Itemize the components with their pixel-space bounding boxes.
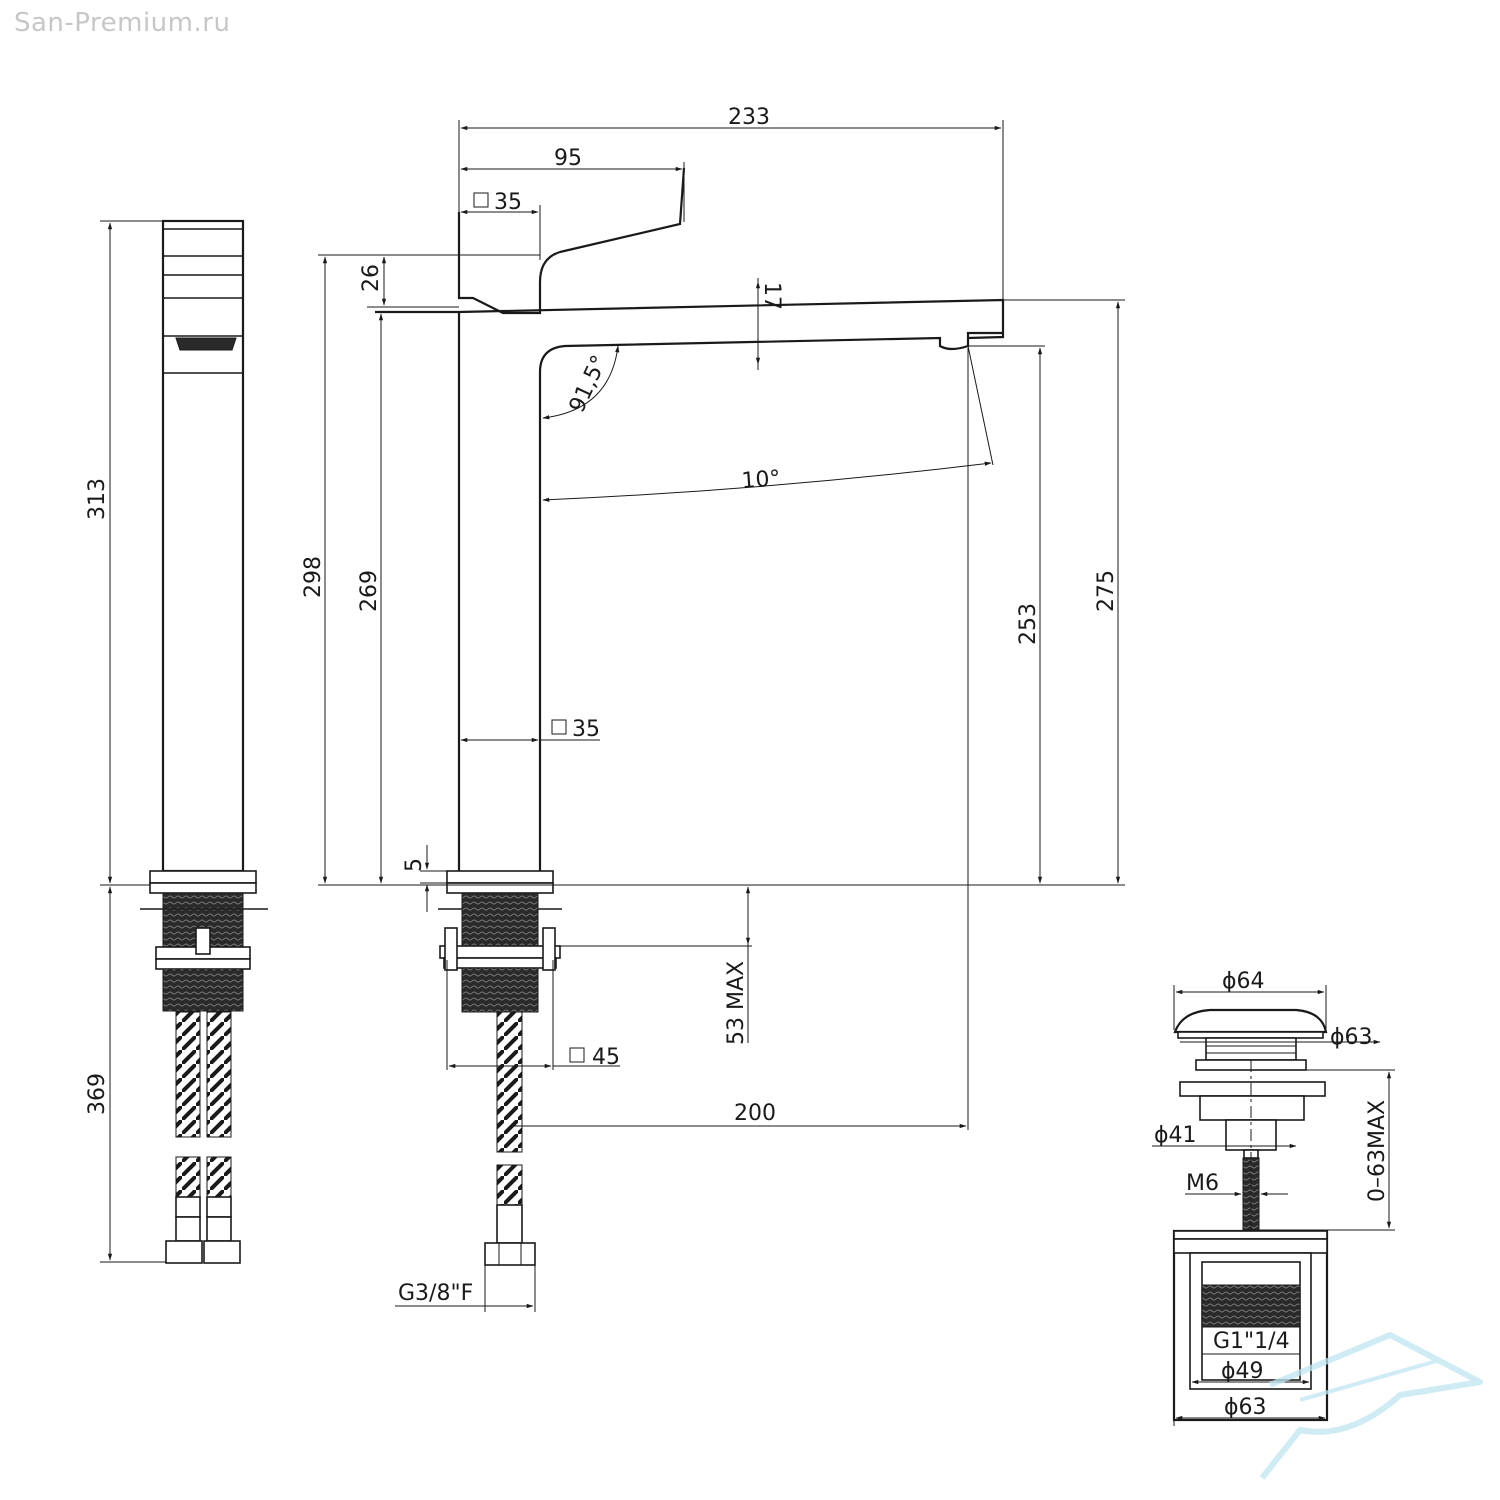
dim-313: 313 [85, 478, 110, 520]
dim-0-63-max: 0–63MAX [1365, 1100, 1390, 1202]
dim-17: 17 [759, 282, 784, 310]
dim-35-body: 35 [572, 717, 600, 742]
dim-298: 298 [301, 556, 326, 598]
dim-phi64: ϕ64 [1222, 969, 1265, 994]
drain-cap [1173, 1008, 1328, 1034]
handle-outline [457, 167, 686, 315]
dim-233: 233 [728, 105, 770, 130]
dim-45: 45 [592, 1045, 620, 1070]
spout-top [375, 298, 1005, 340]
dim-35-top: 35 [494, 190, 522, 215]
side-body [161, 219, 245, 873]
dim-phi41: ϕ41 [1154, 1123, 1197, 1148]
dim-53-max: 53 MAX [724, 961, 749, 1045]
side-aerator [175, 337, 237, 351]
dim-phi63-bottom: ϕ63 [1224, 1395, 1267, 1420]
angle-10: 10° [741, 466, 782, 494]
dim-200: 200 [734, 1101, 776, 1126]
brand-logo [1259, 1332, 1483, 1480]
dim-m6: M6 [1186, 1171, 1219, 1196]
dim-phi63-top: ϕ63 [1330, 1025, 1373, 1050]
side-view: 313 369 [85, 219, 268, 1264]
dim-95: 95 [554, 146, 582, 171]
dim-369: 369 [85, 1073, 110, 1115]
drain-view: ϕ64 ϕ63 0–63MAX ϕ41 M6 G1"1/4 ϕ49 ϕ63 [1152, 969, 1395, 1426]
dim-275: 275 [1094, 570, 1119, 612]
dim-269: 269 [357, 570, 382, 612]
dim-253: 253 [1016, 603, 1041, 645]
dim-phi49: ϕ49 [1221, 1359, 1264, 1384]
watermark-text: San-Premium.ru [14, 8, 231, 38]
dim-g3-8: G3/8"F [398, 1281, 473, 1306]
dim-5: 5 [402, 858, 427, 872]
dim-26: 26 [359, 264, 384, 292]
front-view: 233 95 35 26 17 298 269 275 253 [301, 105, 1125, 1312]
dim-g1-1-4: G1"1/4 [1213, 1329, 1290, 1354]
